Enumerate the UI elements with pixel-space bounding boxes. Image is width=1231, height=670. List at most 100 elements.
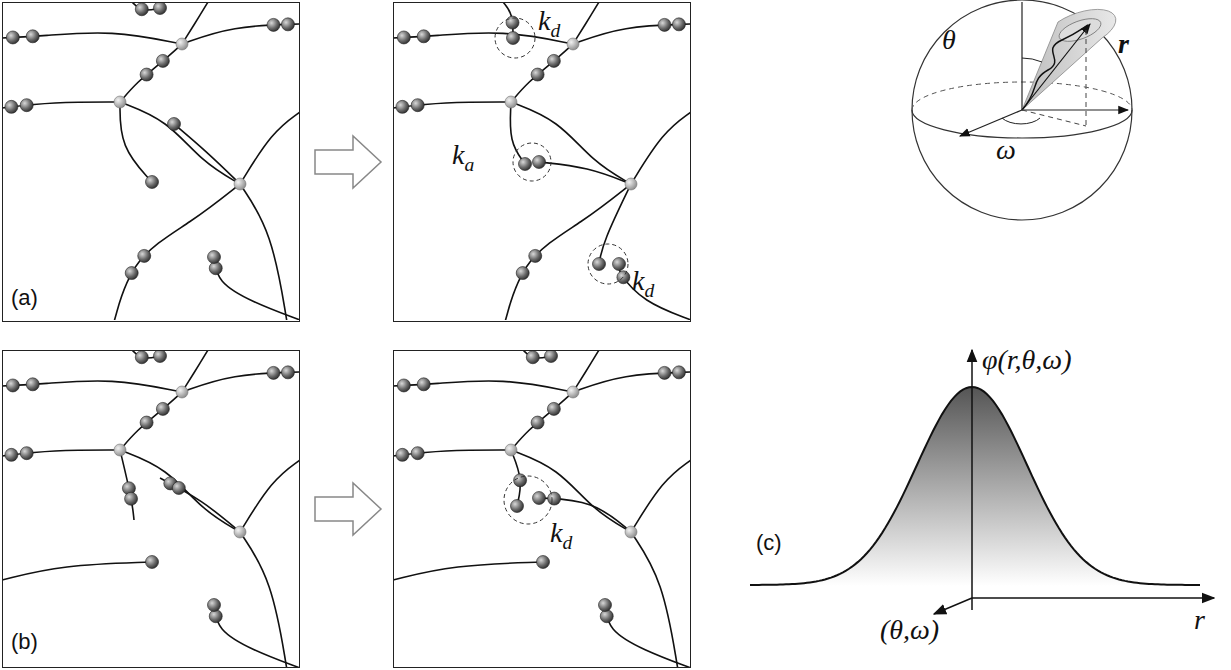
polymer-chain [240,460,299,532]
panel-box: kdkakd [393,2,691,322]
sticker-bead [672,366,685,379]
bond-circle [495,18,535,58]
sticker-bead [396,100,409,113]
crosslink [176,386,188,398]
sticker-bead [267,18,280,31]
sticker-bead [519,158,532,171]
polymer-chain [573,372,690,392]
crosslink [505,96,517,108]
block-arrow [315,136,381,188]
panel-box: (a) [2,2,300,322]
polymer-chain [511,102,631,184]
sticker-bead [208,599,221,612]
sticker-bead [533,492,546,505]
polymer-chain [511,450,631,532]
polymer-chain [573,2,599,44]
sticker-bead [537,556,550,569]
polymer-chain [240,184,287,320]
crosslink [234,526,246,538]
sticker-bead [168,118,181,131]
crosslink [176,38,188,50]
sticker-bead [547,54,560,67]
polymer-chain [214,257,299,320]
angle-label: θ [942,26,956,54]
sticker-bead [526,351,539,364]
sticker-bead [511,500,524,513]
sticker-bead [411,99,424,112]
sticker-bead [531,416,544,429]
rate-label: ka [452,141,474,174]
polymer-chain [214,605,299,668]
sticker-bead [545,350,558,363]
sticker-bead [658,366,671,379]
sticker-bead [172,481,185,494]
polymer-chain [2,450,120,456]
sticker-bead [140,68,153,81]
polymer-chain [573,24,690,44]
crosslink [567,38,579,50]
panel-label: (b) [11,631,38,653]
polymer-network [2,2,300,323]
sticker-bead [281,366,294,379]
sticker-bead [397,379,410,392]
sticker-bead [156,402,169,415]
sticker-bead [6,31,19,44]
crosslink [234,178,246,190]
sticker-bead [613,258,626,271]
panel-label: (a) [11,287,38,309]
polymer-chain [182,350,208,392]
sticker-bead [125,267,138,280]
polymer-chain [539,162,631,184]
polymer-chain [182,2,208,44]
axis-label: φ(r,θ,ω) [982,346,1071,374]
block-arrow [315,483,381,535]
sticker-bead [397,31,410,44]
bond-circle [513,143,551,181]
sticker-bead [20,447,33,460]
polymer-chain [599,184,631,264]
sticker-bead [672,18,685,31]
polymer-chain [120,102,240,184]
crosslink [625,178,637,190]
sticker-bead [5,100,18,113]
sticker-bead [600,610,613,623]
sticker-bead [6,379,19,392]
sticker-bead [516,267,529,280]
rate-label: kd [632,267,654,300]
axis-label: r [1194,606,1205,634]
sticker-bead [658,18,671,31]
rate-label: kd [550,519,572,552]
axis-label: (θ,ω) [880,616,939,644]
polymer-chain [182,24,299,44]
polymer-chain [619,264,690,320]
sticker-bead [135,3,148,16]
polymer-chain [393,450,511,456]
polymer-chain [2,562,152,580]
crosslink [114,96,126,108]
polymer-chain [393,562,543,580]
sticker-bead [156,54,169,67]
sticker-bead [208,251,221,264]
sticker-bead [531,68,544,81]
sticker-bead [154,350,167,363]
sticker-bead [209,262,222,275]
sticker-bead [26,378,39,391]
polymer-chain [511,392,573,450]
sticker-bead [548,492,561,505]
crosslink [567,386,579,398]
polymer-chain [393,102,511,108]
polymer-chain [631,460,690,532]
bond-circle [588,244,628,284]
polymer-chain [182,372,299,392]
angle-label: ω [996,136,1016,164]
sticker-bead [507,32,520,45]
sticker-bead [146,176,159,189]
sticker-bead [5,448,18,461]
polymer-chain [573,350,599,392]
polymer-chain [174,124,240,184]
polymer-network [393,2,691,322]
crosslink [114,444,126,456]
polymer-chain [240,532,287,668]
